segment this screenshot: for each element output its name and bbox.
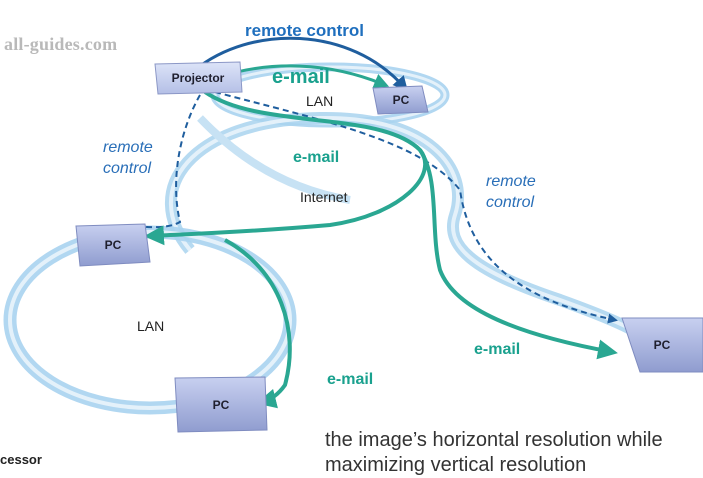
email-to-right-pc <box>418 148 618 360</box>
pc-bottom-device: PC <box>174 376 268 433</box>
projector-device: Projector <box>154 61 243 95</box>
remote-control-left-label: remote control <box>103 137 153 179</box>
projector-label: Projector <box>172 71 225 85</box>
remote-control-links <box>139 36 618 324</box>
email-middle-label: e-mail <box>293 149 340 166</box>
email-top-label: e-mail <box>272 66 330 88</box>
body-line-2: maximizing vertical resolution <box>325 454 587 476</box>
email-bottom-label: e-mail <box>327 371 374 388</box>
remote-control-right-label: remote control <box>486 171 536 213</box>
pc-right-device: PC <box>621 317 703 373</box>
remote-control-right-line1: remote <box>486 173 536 190</box>
remote-control-right-line2: control <box>486 194 535 211</box>
pc-top-device: PC <box>372 85 429 115</box>
lan-top-label: LAN <box>306 93 334 109</box>
internet-label: Internet <box>300 189 348 205</box>
clipped-text-fragment: cessor <box>0 452 42 467</box>
remote-control-left-line2: control <box>103 160 152 177</box>
remote-control-left-dash <box>139 94 201 229</box>
remote-control-left-line1: remote <box>103 139 153 156</box>
watermark: all-guides.com <box>4 34 118 54</box>
lan-bottom-label: LAN <box>137 318 165 334</box>
pc-left-label: PC <box>105 238 122 252</box>
pc-top-label: PC <box>393 93 410 107</box>
email-right-label: e-mail <box>474 341 521 358</box>
body-line-1: the image’s horizontal resolution while <box>325 429 663 451</box>
email-to-bottom-pc <box>224 238 292 409</box>
remote-control-top-arc <box>194 36 408 92</box>
pc-left-device: PC <box>75 223 151 267</box>
email-to-left-pc <box>144 90 428 246</box>
body-paragraph: the image’s horizontal resolution while … <box>325 428 663 478</box>
pc-bottom-label: PC <box>213 398 230 412</box>
remote-control-right-dash <box>214 91 618 324</box>
remote-control-top-label: remote control <box>245 21 365 40</box>
pc-right-label: PC <box>654 338 671 352</box>
